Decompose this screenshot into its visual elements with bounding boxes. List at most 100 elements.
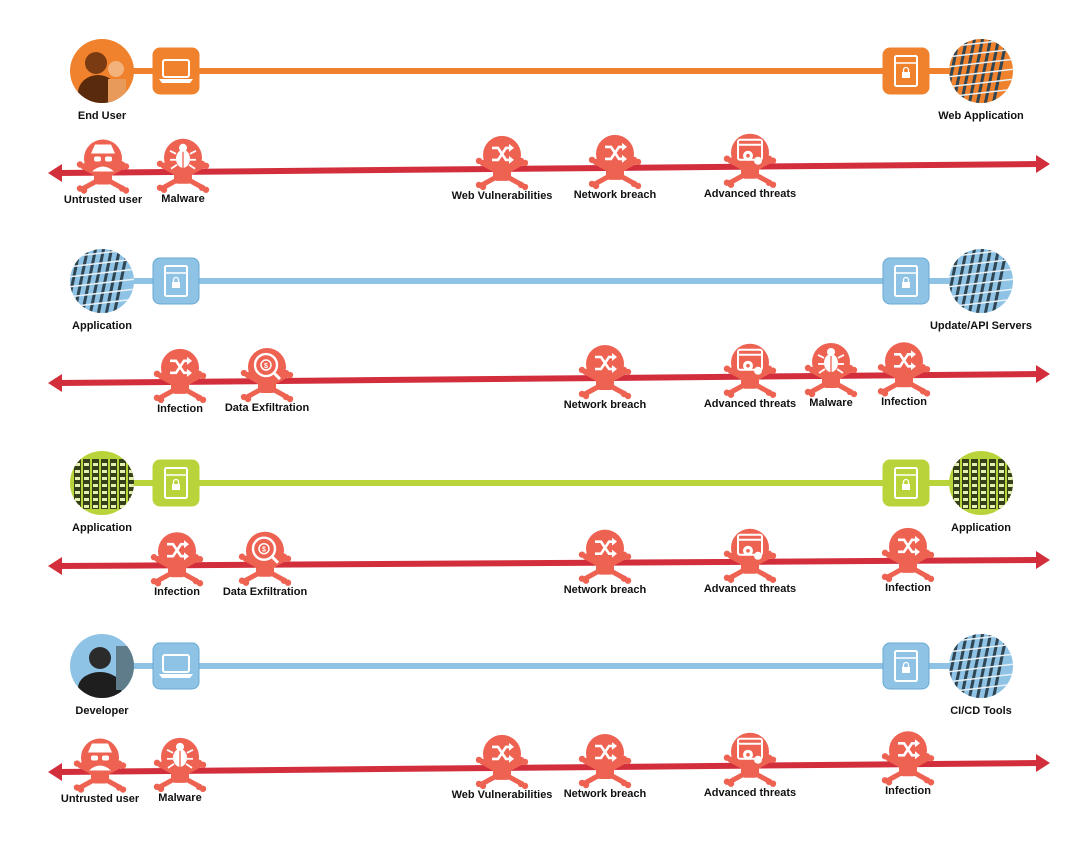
threat-skull [156,138,210,193]
datacenter-photo [949,451,1013,515]
secure-server-icon [152,459,200,507]
threat-label: Infection [881,396,927,409]
secure-server-icon [882,459,930,507]
threat-skull [881,731,935,786]
left-node-label: Application [72,522,132,534]
shuffle-icon [898,739,920,760]
threat-label: Network breach [573,188,657,201]
threat-label: Advanced threats [703,582,797,595]
threat-skull [475,135,529,191]
threat-label: Advanced threats [703,397,797,410]
right-node-label: Update/API Servers [929,320,1033,332]
threat-label: Web Vulnerabilities [451,189,553,202]
left-node-label: Application [72,320,132,332]
threat-skull [588,134,642,190]
threat-label: Malware [809,396,853,409]
shuffle-icon [894,350,916,371]
shuffle-icon [605,142,627,163]
shuffle-icon [492,143,514,164]
threat-skull [475,734,529,790]
arrowhead-right [1036,365,1050,383]
threat-label: Malware [158,791,202,804]
spy-icon [91,144,115,172]
shuffle-icon [595,352,617,373]
gears-window-icon [737,348,763,375]
threat-skull [578,733,632,789]
secure-server-icon [882,47,930,95]
right-node-label: Application [951,522,1011,534]
arrowhead-left [48,164,62,182]
server-rack-photo [949,634,1013,698]
right-node-label: Web Application [938,110,1024,122]
threat-skull [73,738,127,793]
shuffle-icon [898,535,920,556]
data-search-icon: $ [251,536,280,564]
gears-window-icon [737,138,763,165]
shuffle-icon [595,537,617,558]
threat-lane [57,161,1041,176]
right-node-label: CI/CD Tools [950,705,1012,717]
threat-label: Untrusted user [60,792,140,805]
threat-label: Network breach [563,398,647,411]
threat-skull [578,344,632,400]
left-node-label: Developer [75,705,129,717]
threat-skull: $ [240,348,294,403]
threat-label: Advanced threats [703,786,797,799]
person-photo [70,39,134,103]
threat-label: Untrusted user [63,193,143,206]
secure-server-icon [152,257,200,305]
svg-text:$: $ [262,547,266,554]
threat-skull [578,529,632,584]
threat-skull [804,342,858,398]
threat-skull [723,343,777,398]
threat-label: Web Vulnerabilities [451,788,553,801]
laptop-icon [152,47,200,95]
threat-label: Network breach [563,583,647,596]
shuffle-icon [167,540,189,561]
secure-server-icon [882,257,930,305]
gears-window-icon [737,737,763,764]
threat-label: Data Exfiltration [224,402,310,415]
server-rack-photo [70,249,134,313]
flow-row-3: $ [48,451,1050,587]
shuffle-icon [170,356,192,377]
flow-row-1 [48,39,1050,194]
threat-label: Network breach [563,787,647,800]
threat-label: Data Exfiltration [222,585,308,598]
svg-text:$: $ [264,363,268,370]
left-node-label: End User [77,110,127,122]
threat-label: Infection [885,581,931,594]
arrowhead-left [48,374,62,392]
developer-photo [70,634,134,698]
threat-skull [877,342,931,397]
flow-row-2: $ [48,249,1050,404]
gears-window-icon [737,533,763,560]
arrowhead-left [48,557,62,575]
arrowhead-right [1036,551,1050,569]
data-search-icon: $ [253,352,282,381]
threat-skull [723,133,777,188]
threat-skull [150,532,204,587]
threat-label: Infection [154,586,200,599]
threat-skull [153,348,207,404]
threat-lane [57,760,1041,775]
arrowhead-right [1036,155,1050,173]
threat-skull [723,732,777,787]
threat-skull [76,139,130,194]
bug-icon [166,742,194,769]
shuffle-icon [595,741,617,762]
bug-icon [169,143,197,170]
secure-server-icon [882,642,930,690]
arrowhead-right [1036,754,1050,772]
threat-skull: $ [238,531,292,586]
bug-icon [817,347,845,374]
threat-skull [153,737,207,793]
threat-label: Advanced threats [703,187,797,200]
threat-skull [723,528,777,583]
datacenter-photo [70,451,134,515]
threat-lane [57,371,1041,386]
flow-row-4 [48,634,1050,793]
shuffle-icon [492,742,514,763]
